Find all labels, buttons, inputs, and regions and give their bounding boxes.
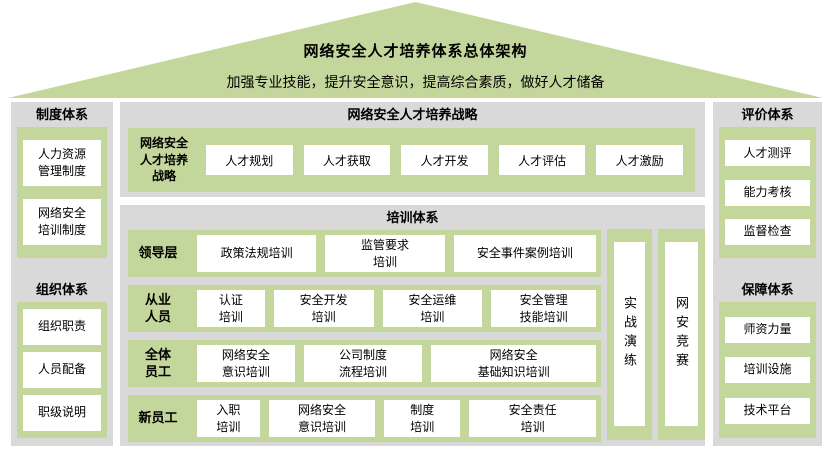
strategy-panel: 网络安全人才培养战略 网络安全 人才培养 战略 人才规划 人才获取 人才开发 人…: [120, 102, 705, 197]
item-tech-platform: 技术平台: [725, 397, 810, 424]
item-hr-management-policy: 人力资源 管理制度: [23, 140, 101, 186]
item-incident-case-training: 安全事件案例培训: [453, 235, 596, 272]
left-column-spacer: [11, 258, 113, 277]
item-talent-planning: 人才规划: [206, 145, 293, 175]
item-talent-incentive: 人才激励: [596, 145, 683, 175]
header-policy-system: 制度体系: [35, 107, 88, 122]
item-onboarding-training: 入职 培训: [197, 400, 260, 437]
item-security-mgmt-skill-training: 安全管理 技能培训: [491, 290, 596, 327]
row-label-practitioners: 从业 人员: [144, 292, 171, 324]
row-label-all-staff: 全体 员工: [144, 347, 171, 379]
item-talent-evaluation: 人才评估: [498, 145, 586, 175]
item-awareness-training: 网络安全 意识培训: [197, 345, 295, 382]
item-staffing: 人员配备: [23, 352, 101, 388]
item-secure-dev-training: 安全开发 培训: [273, 290, 374, 327]
item-new-awareness-training: 网络安全 意识培训: [268, 400, 376, 437]
item-teaching-resources: 师资力量: [725, 316, 810, 343]
item-company-process-training: 公司制度 流程培训: [303, 345, 423, 382]
item-job-grades: 职级说明: [23, 395, 101, 431]
header-evaluation-system: 评价体系: [741, 107, 794, 122]
strategy-label: 网络安全 人才培养 战略: [139, 135, 188, 184]
item-responsibility-training: 安全责任 培训: [469, 400, 596, 437]
diagram-title: 网络安全人才培养体系总体架构: [303, 43, 528, 60]
policy-system-group: 人力资源 管理制度 网络安全 培训制度: [17, 127, 107, 258]
item-talent-development: 人才开发: [401, 145, 488, 175]
header-organization-system: 组织体系: [35, 282, 88, 297]
item-rules-training: 制度 培训: [384, 400, 461, 437]
training-header: 培训体系: [386, 210, 439, 225]
competition-bar: 网安竞赛: [658, 229, 705, 440]
row-practitioners: 从业 人员 认证 培训 安全开发 培训 安全运维 培训 安全管理 技能培训: [128, 285, 601, 332]
item-security-training-policy: 网络安全 培训制度: [23, 199, 101, 245]
roof-triangle: 网络安全人才培养体系总体架构 加强专业技能，提升安全意识，提高综合素质，做好人才…: [8, 2, 823, 98]
item-ability-assessment: 能力考核: [725, 179, 810, 206]
row-leadership: 领导层 政策法规培训 监管要求 培训 安全事件案例培训: [128, 230, 601, 277]
item-talent-assessment: 人才测评: [725, 140, 810, 167]
row-label-leadership: 领导层: [138, 245, 178, 261]
practice-drill-bar: 实战演练: [607, 229, 652, 440]
support-system-group: 师资力量 培训设施 技术平台: [719, 302, 816, 438]
organization-system-group: 组织职责 人员配备 职级说明: [17, 302, 107, 438]
item-training-facilities: 培训设施: [725, 357, 810, 383]
right-column: 评价体系 人才测评 能力考核 监督检查 保障体系 师资力量 培训设施 技术平台: [713, 102, 822, 446]
training-panel: 培训体系 领导层 政策法规培训 监管要求 培训 安全事件案例培训 从业 人员 认…: [120, 205, 705, 446]
cyber-competition-label: 网安竞赛: [674, 296, 689, 372]
training-rows: 领导层 政策法规培训 监管要求 培训 安全事件案例培训 从业 人员 认证 培训 …: [128, 230, 601, 442]
strategy-header: 网络安全人才培养战略: [347, 107, 478, 122]
evaluation-system-group: 人才测评 能力考核 监督检查: [719, 127, 816, 258]
item-regulatory-training: 监管要求 培训: [325, 235, 445, 272]
item-cyber-competition: 网安竞赛: [665, 242, 698, 426]
item-talent-acquisition: 人才获取: [303, 145, 391, 175]
right-column-spacer: [713, 258, 822, 277]
row-label-new-employees: 新员工: [138, 410, 178, 426]
diagram-subtitle: 加强专业技能，提升安全意识，提高综合素质，做好人才储备: [226, 74, 605, 90]
left-column-bottom-pad: [11, 438, 113, 446]
item-certification-training: 认证 培训: [197, 290, 265, 327]
header-support-system: 保障体系: [741, 282, 794, 297]
item-org-duties: 组织职责: [23, 309, 101, 345]
item-secure-ops-training: 安全运维 培训: [382, 290, 483, 327]
left-column: 制度体系 人力资源 管理制度 网络安全 培训制度 组织体系 组织职责 人员配备 …: [11, 102, 113, 446]
practice-drill-label: 实战演练: [622, 296, 637, 372]
item-policy-law-training: 政策法规培训: [197, 235, 317, 272]
row-new-employees: 新员工 入职 培训 网络安全 意识培训 制度 培训 安全责任 培训: [128, 395, 601, 442]
item-supervision-check: 监督检查: [725, 218, 810, 245]
strategy-group: 网络安全 人才培养 战略 人才规划 人才获取 人才开发 人才评估 人才激励: [128, 128, 695, 192]
right-column-bottom-pad: [713, 438, 822, 446]
row-all-staff: 全体 员工 网络安全 意识培训 公司制度 流程培训 网络安全 基础知识培训: [128, 340, 601, 387]
item-practice-drill: 实战演练: [614, 242, 645, 426]
item-basic-knowledge-training: 网络安全 基础知识培训: [431, 345, 596, 382]
